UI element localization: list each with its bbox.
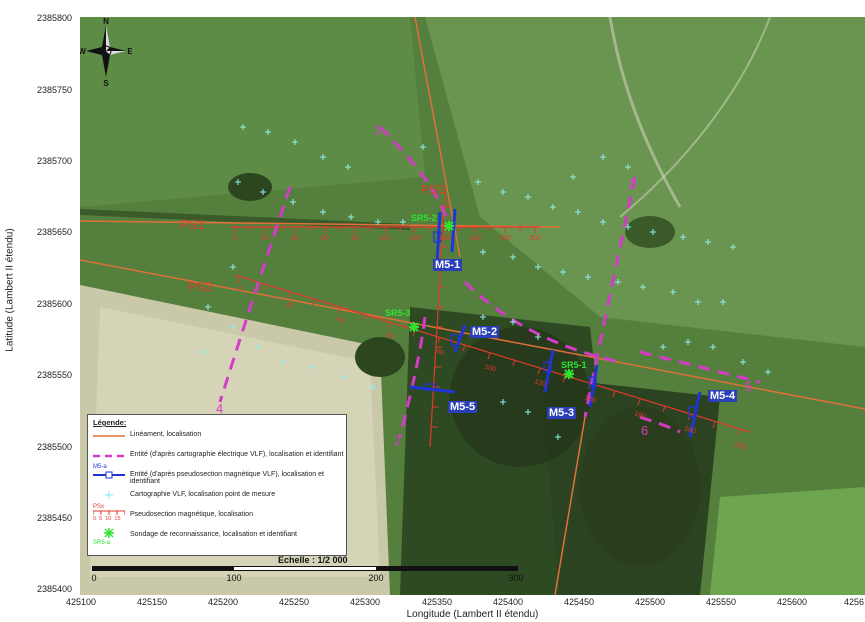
north-arrow-compass: N S W E <box>80 17 132 87</box>
x-tick-label: 425100 <box>65 597 97 607</box>
y-tick-label: 2385550 <box>36 370 72 380</box>
y-tick-label: 2385600 <box>36 299 72 309</box>
sounding-symbol <box>104 528 114 538</box>
sounding-label-sr5-1: SR5-1 <box>561 360 587 370</box>
y-tick-label: 2385450 <box>36 513 72 523</box>
scale-segment <box>234 566 376 571</box>
pseudosection-symbol <box>93 510 125 515</box>
x-tick-label: 425600 <box>776 597 808 607</box>
sounding-label-sr5-3: SR5-3 <box>385 308 411 318</box>
x-tick-label: 425350 <box>421 597 453 607</box>
magnetic-label-m1: M5-1 <box>433 259 463 271</box>
x-tick-label: 425400 <box>492 597 524 607</box>
x-tick-label: 425200 <box>207 597 239 607</box>
y-tick-label: 2385800 <box>36 13 72 23</box>
ps1-tick-label: 200 <box>529 235 541 242</box>
legend-item-pseudosection: Pseudosection magnétique, localisation <box>130 511 253 518</box>
aerial-map[interactable]: PS1 PS2 PS3 M5-1 M5-2 M5-3 M5-4 M5-5 SR5… <box>80 17 865 595</box>
scale-segment <box>92 566 234 571</box>
scale-segment <box>376 566 518 571</box>
measure-point-symbol <box>105 491 113 499</box>
scale-label: 300 <box>508 573 524 583</box>
vlf-label-1: 1 <box>374 122 382 137</box>
x-tick-label: 425500 <box>634 597 666 607</box>
ps1-tick-label: 40 <box>291 235 299 242</box>
magnetic-label-m3: M5-3 <box>547 407 577 419</box>
legend-title: Légende: <box>93 418 127 427</box>
compass-north-label: N <box>103 17 109 26</box>
legend-item-sounding: Sondage de reconnaissance, localisation … <box>130 531 297 538</box>
vlf-label-2: 2 <box>394 433 402 448</box>
magnetic-entity-symbol <box>93 471 125 479</box>
compass-south-label: S <box>103 79 109 87</box>
profile-label-ps3: PS3 <box>421 182 446 197</box>
sounding-label-sr5-2: SR5-2 <box>411 213 437 223</box>
y-tick-label: 2385750 <box>36 85 72 95</box>
ps1-tick-label: 0 <box>233 235 237 242</box>
x-tick-label: 425250 <box>278 597 310 607</box>
vlf-entity-symbol <box>93 454 125 458</box>
ps1-tick-label: 60 <box>321 235 329 242</box>
pseudosection-scale-text: 0 5 10 15 <box>93 516 121 522</box>
ps1-tick-label: 160 <box>469 235 481 242</box>
scale-title: Echelle : 1/2 000 <box>278 555 348 565</box>
vlf-label-4: 4 <box>216 401 224 416</box>
magnetic-label-m5: M5-5 <box>448 401 478 413</box>
scale-label: 0 <box>91 573 97 583</box>
vlf-label-6: 6 <box>641 423 649 438</box>
y-tick-label: 2385400 <box>36 584 72 594</box>
x-tick-label: 4256 <box>843 597 865 607</box>
x-tick-label: 425550 <box>705 597 737 607</box>
scale-label: 100 <box>226 573 242 583</box>
profile-label-ps2: PS2 <box>188 279 213 294</box>
y-tick-label: 2385650 <box>36 227 72 237</box>
ps1-tick-label: 80 <box>351 235 359 242</box>
x-axis-label: Longitude (Lambert II étendu) <box>406 609 539 620</box>
profile-label-ps1: PS1 <box>180 217 205 232</box>
legend-item-lineament: Linéament, localisation <box>130 431 202 438</box>
ps2-tick-label: 80 <box>435 347 445 357</box>
magnetic-symbol-label: M5-a <box>93 464 107 470</box>
ps2-tick-label: 20 <box>285 300 295 310</box>
vlf-label-3: 3 <box>628 177 636 192</box>
ps1-tick-label: 180 <box>499 235 511 242</box>
x-tick-label: 425150 <box>136 597 168 607</box>
ps1-tick-label: 20 <box>261 235 269 242</box>
compass-west-label: W <box>80 47 86 56</box>
legend-item-vlf-entity: Entité (d'après cartographie électrique … <box>130 451 344 458</box>
map-background <box>80 17 865 595</box>
vlf-label-5: 5 <box>745 379 753 394</box>
magnetic-label-m2: M5-2 <box>470 326 500 338</box>
compass-east-label: E <box>127 47 132 56</box>
sounding-symbol-label: SR5-a <box>93 540 111 546</box>
legend-item-magnetic-entity: Entité (d'après pseudosection magnétique… <box>130 471 324 485</box>
ps1-tick-label: 100 <box>379 235 391 242</box>
legend-item-measure-point: Cartographie VLF, localisation point de … <box>130 491 276 498</box>
scale-bar: Echelle : 1/2 000 0 100 200 300 <box>91 555 524 593</box>
magnetic-label-m4: M5-4 <box>708 390 738 402</box>
x-tick-label: 425450 <box>563 597 595 607</box>
y-tick-label: 2385500 <box>36 442 72 452</box>
lineament-symbol <box>93 435 125 437</box>
x-tick-label: 425300 <box>349 597 381 607</box>
ps1-tick-label: 140 <box>439 235 451 242</box>
scale-label: 200 <box>368 573 384 583</box>
ps1-tick-label: 120 <box>409 235 421 242</box>
y-tick-label: 2385700 <box>36 156 72 166</box>
y-axis-label: Latitude (Lambert II étendu) <box>4 228 16 352</box>
legend-box: Légende: Linéament, localisation Entité … <box>87 414 347 556</box>
pseudosection-symbol-label: PSx <box>93 504 105 510</box>
